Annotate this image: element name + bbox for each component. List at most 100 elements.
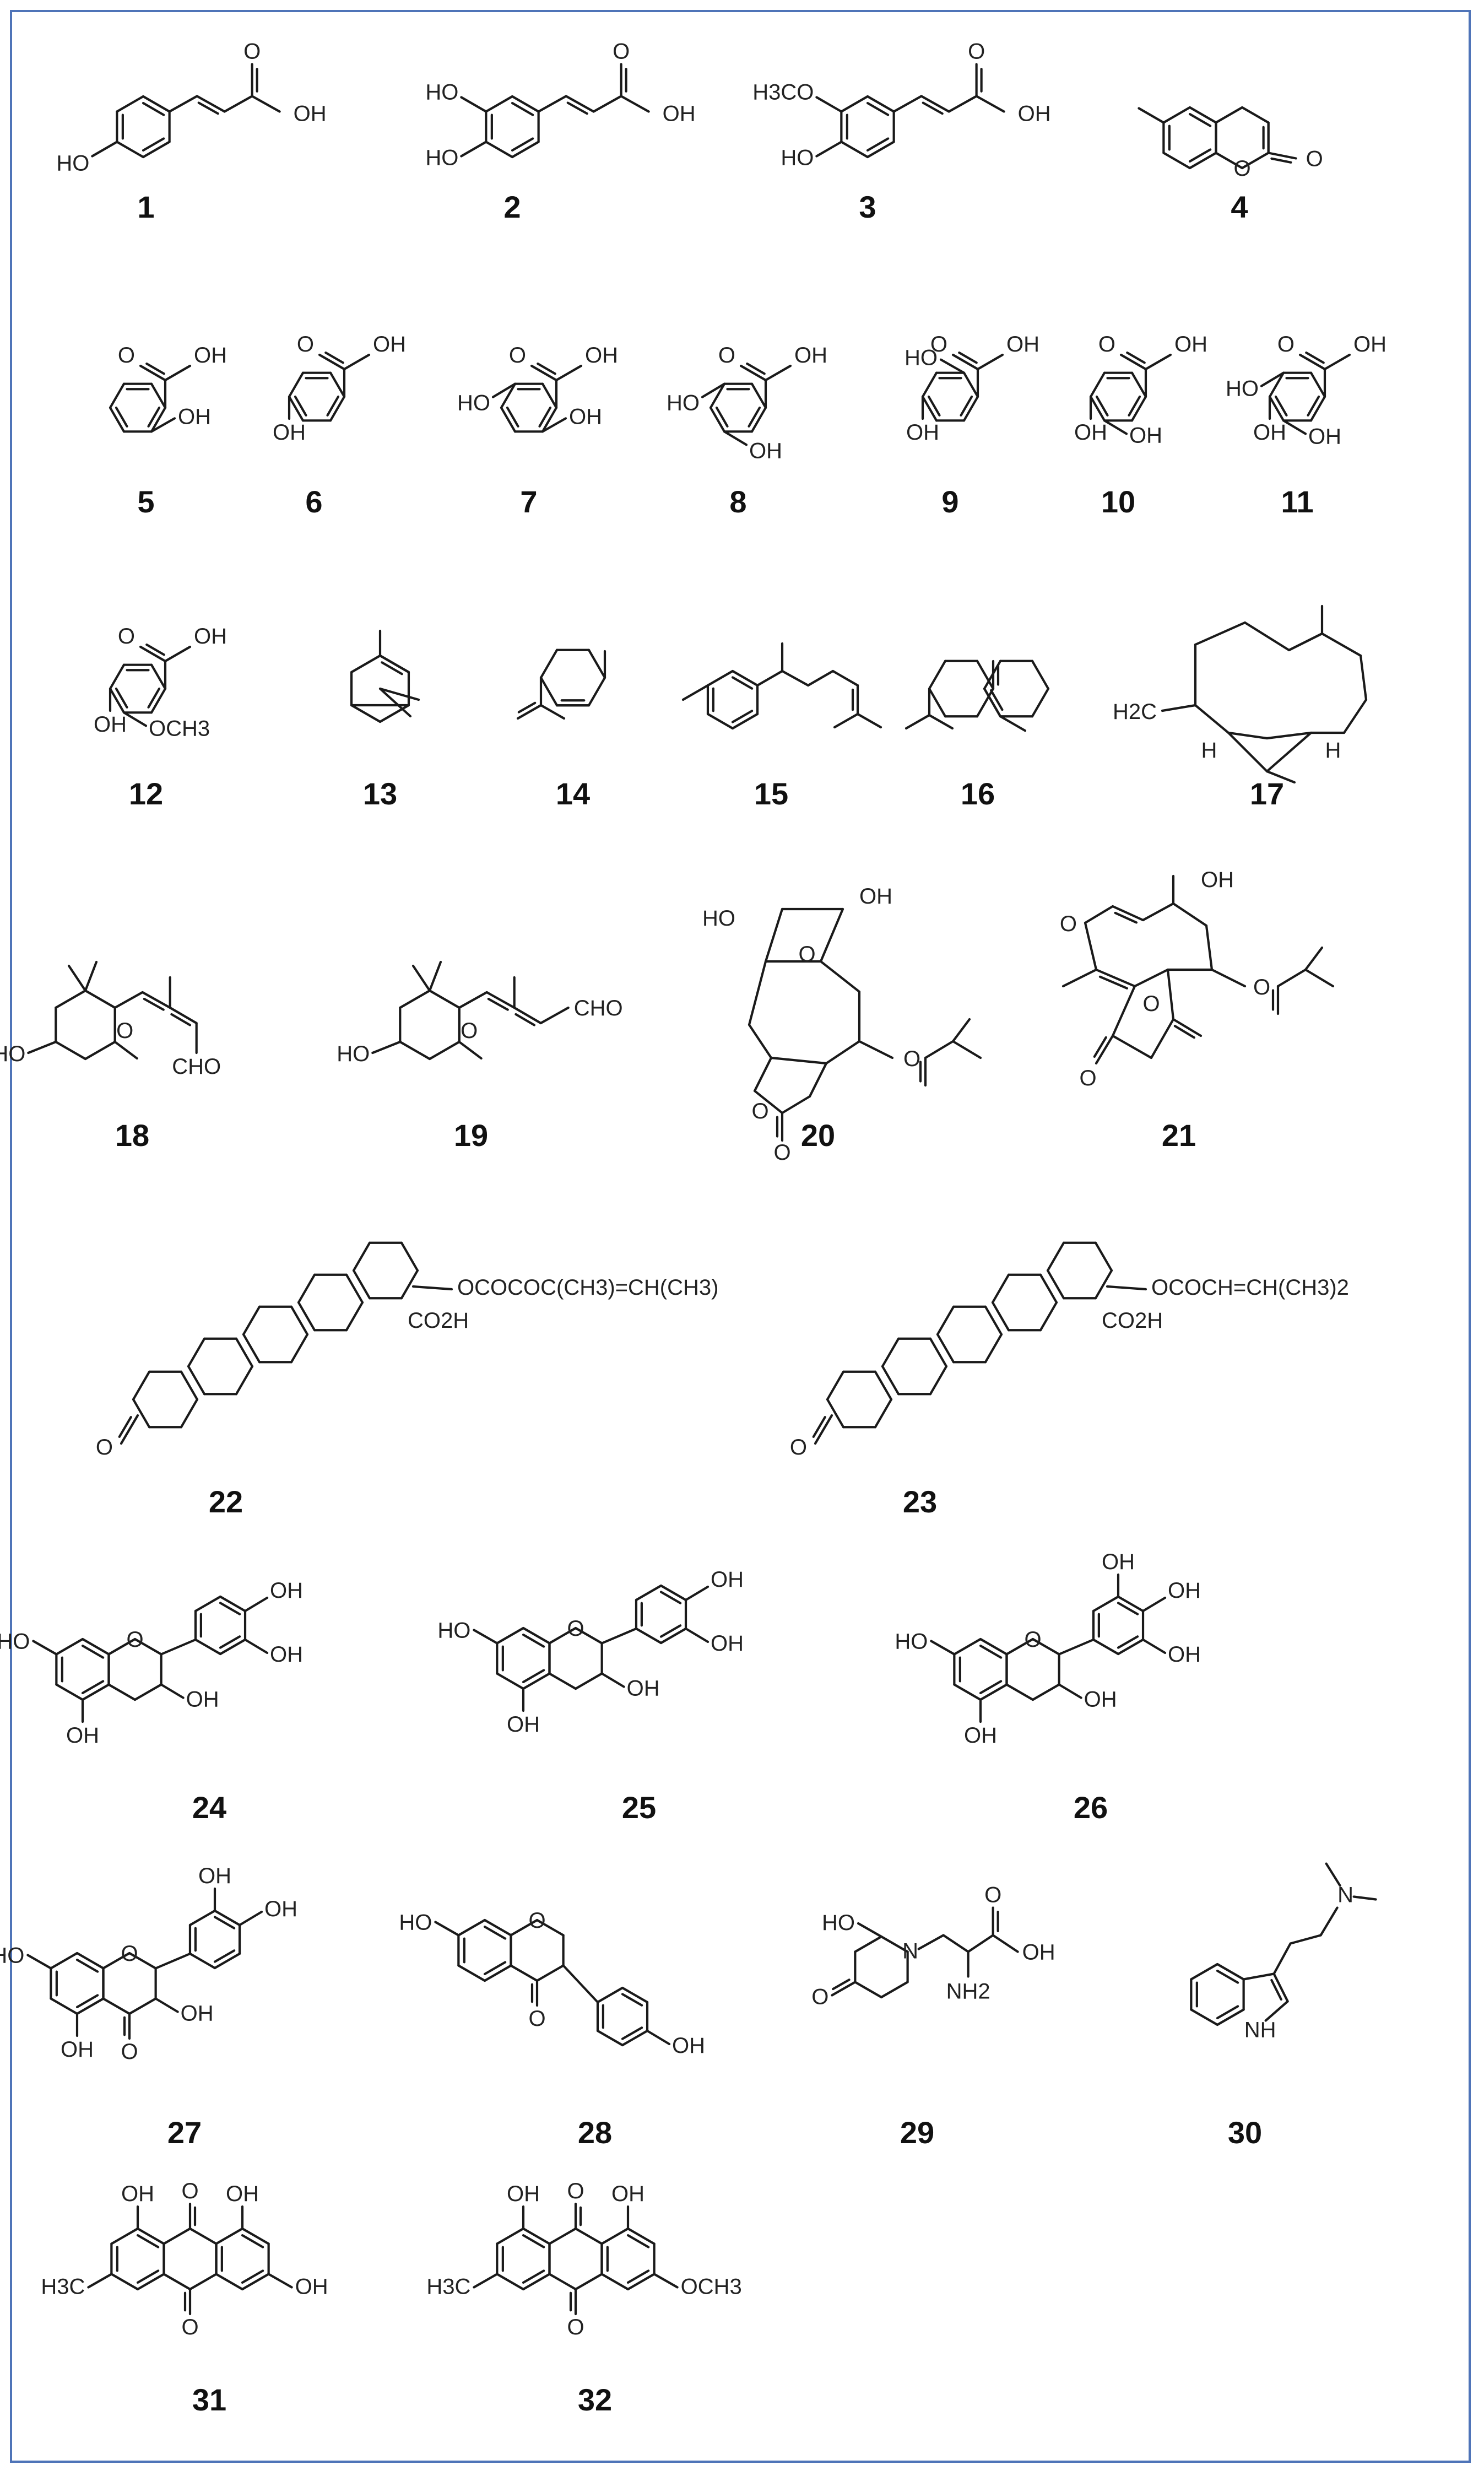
compound-number: 13 [363,776,397,811]
atom-label: O [1306,147,1323,171]
atom-label: OH [186,1688,219,1712]
atom-label: N [1337,1883,1353,1907]
atom-label: HO [457,391,490,415]
compound-number: 6 [305,484,322,519]
atom-label: OH [672,2034,705,2058]
atom-label: O [461,1019,478,1043]
atom-label: H2C [1113,700,1157,724]
atom-label: OH [1168,1642,1201,1667]
compound-number: 29 [900,2115,934,2150]
atom-label: O [811,1985,828,2009]
compound-number: 22 [209,1484,243,1519]
atom-label: HO [399,1911,432,1935]
atom-label: OH [1129,423,1162,447]
atom-label: O [930,332,947,356]
compound-number: 27 [167,2115,202,2150]
compound-number: 8 [729,484,746,519]
atom-label: OH [611,2182,644,2206]
atom-label: O [1079,1066,1096,1090]
atom-label: H [1325,738,1341,763]
compound-number: 18 [115,1118,149,1153]
atom-label: H3C [426,2275,470,2299]
compound-number: 2 [503,190,521,224]
atom-label: O [116,1019,133,1043]
atom-label: NH [1244,2018,1276,2042]
figure-frame [10,10,1471,2463]
atom-label: O [1024,1628,1041,1652]
atom-label: OH [627,1677,660,1701]
atom-label: OH [1201,868,1234,892]
atom-label: OH [294,102,327,126]
atom-label: O [181,2179,198,2203]
atom-label: HO [425,146,458,170]
compound-number: 1 [137,190,154,224]
atom-label: OH [1102,1550,1135,1574]
atom-label: CO2H [1102,1309,1163,1333]
compound-number: 30 [1228,2115,1262,2150]
atom-label: HO [702,906,735,931]
compound-number: 19 [454,1118,488,1153]
atom-label: OH [66,1723,99,1748]
compound-number: 9 [941,484,958,519]
atom-label: O [790,1435,807,1459]
atom-label: OH [373,332,406,356]
atom-label: OCH3 [149,716,210,740]
compound-number: 3 [859,190,876,224]
atom-label: O [121,1942,138,1966]
atom-label: OH [1253,420,1286,445]
atom-label: OH [178,404,211,429]
compound-number: 31 [192,2382,226,2417]
atom-label: OH [794,343,827,367]
compound-number: 5 [137,484,154,519]
atom-label: OH [1022,1940,1055,1965]
atom-label: O [968,40,985,64]
atom-label: O [613,40,630,64]
atom-label: OH [964,1723,997,1748]
atom-label: O [751,1099,768,1123]
atom-label: HO [822,1911,855,1935]
atom-label: OH [711,1567,744,1592]
compound-number: 14 [556,776,590,811]
atom-label: O [297,332,314,356]
atom-label: HO [905,346,938,370]
atom-label: HO [437,1619,470,1643]
compound-number: 23 [903,1484,937,1519]
atom-label: HO [425,80,458,105]
atom-label: OCOCH=CH(CH3)2 [1151,1275,1349,1300]
compound-14 [516,648,606,720]
atom-label: O [567,2179,584,2203]
atom-label: O [121,2040,138,2064]
atom-label: OH [1006,332,1039,356]
compound-30: NH N [1190,1862,1377,2042]
atom-label: O [96,1435,113,1459]
atom-label: O [903,1047,920,1071]
atom-label: O [118,343,135,367]
atom-label: OH [198,1864,231,1888]
compound-13 [350,629,420,723]
compound-number: 10 [1101,484,1135,519]
atom-label: O [567,2315,584,2339]
atom-label: O [126,1628,143,1652]
atom-label: O [1142,992,1160,1016]
atom-label: O [1253,975,1270,999]
atom-label: OH [226,2182,259,2206]
atom-label: O [718,343,735,367]
atom-label: HO [0,1944,24,1968]
atom-label: O [798,942,815,966]
compound-number: 21 [1162,1118,1196,1153]
atom-label: OH [181,2002,214,2026]
